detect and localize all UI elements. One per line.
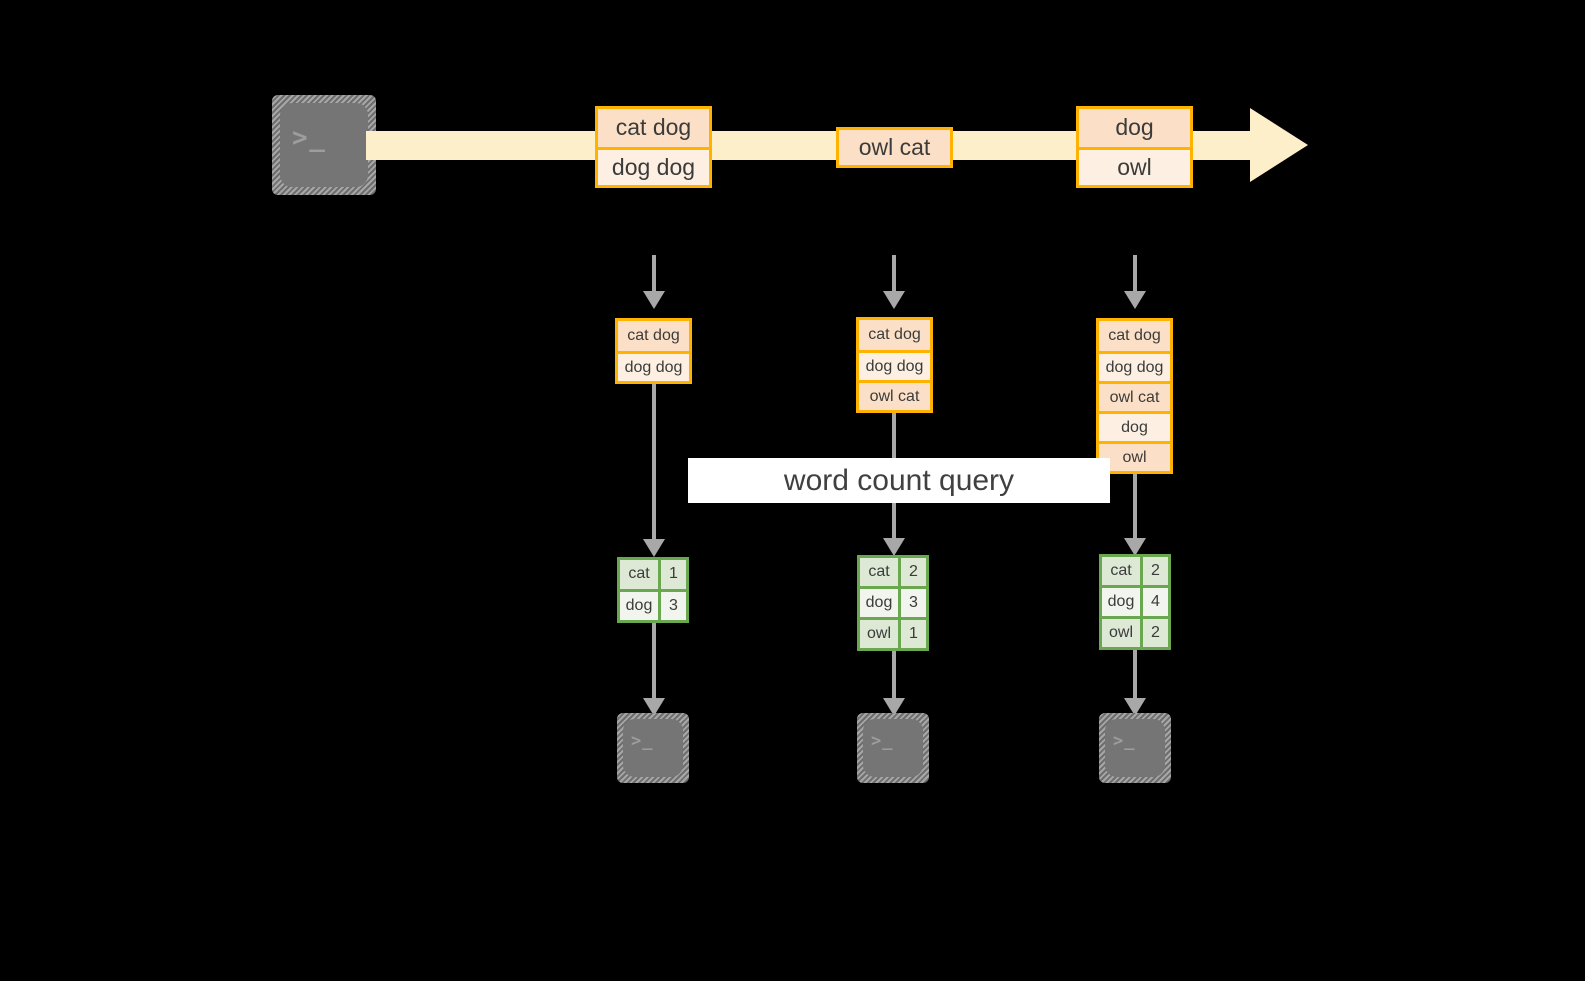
snapshot-1-query-arrow [643, 384, 665, 560]
terminal-prompt-glyph: >_ [292, 123, 327, 153]
count-word: cat [1102, 557, 1143, 585]
snapshot-2-capture-arrow [883, 255, 905, 310]
stream-record: dog [1079, 109, 1190, 147]
stream-group-1: cat dog dog dog [595, 106, 712, 188]
stream-arrowhead [1250, 108, 1308, 182]
count-value: 3 [661, 591, 686, 620]
stream-record: dog dog [598, 146, 709, 185]
count-word: cat [860, 558, 901, 586]
snapshot-3-sink-arrow [1124, 650, 1146, 718]
arrow-shaft [652, 623, 656, 703]
input-line: cat dog [1099, 321, 1170, 351]
arrow-head [1124, 291, 1146, 309]
count-value: 2 [1143, 619, 1168, 647]
count-row: cat 2 [1102, 557, 1168, 585]
terminal-screen: >_ [1105, 719, 1165, 777]
terminal-screen: >_ [863, 719, 923, 777]
count-value: 1 [661, 560, 686, 589]
stream-record: owl [1079, 146, 1190, 185]
input-line: dog dog [1099, 351, 1170, 381]
query-banner: word count query [688, 458, 1110, 503]
count-value: 4 [1143, 588, 1168, 616]
count-word: owl [860, 620, 901, 648]
snapshot-1-capture-arrow [643, 255, 665, 310]
arrow-shaft [652, 384, 656, 544]
snapshot-1-count-table: cat 1 dog 3 [617, 557, 689, 623]
terminal-prompt-glyph: >_ [871, 731, 894, 751]
snapshot-3-capture-arrow [1124, 255, 1146, 310]
arrow-head [883, 291, 905, 309]
arrow-head [883, 698, 905, 716]
stream-record: cat dog [598, 109, 709, 147]
stream-record: owl cat [839, 130, 950, 165]
query-banner-label: word count query [783, 463, 1015, 497]
snapshot-2-sink-terminal-icon: >_ [857, 713, 929, 783]
snapshot-3-input-table: cat dog dog dog owl cat dog owl [1096, 318, 1173, 474]
stream-group-3: dog owl [1076, 106, 1193, 188]
arrow-shaft [892, 651, 896, 703]
count-value: 1 [901, 620, 926, 648]
count-row: owl 2 [1102, 616, 1168, 647]
input-line: owl cat [1099, 381, 1170, 411]
input-line: dog dog [618, 351, 689, 381]
snapshot-2-input-table: cat dog dog dog owl cat [856, 317, 933, 413]
arrow-shaft [892, 255, 896, 293]
arrow-shaft [1133, 255, 1137, 293]
arrow-shaft [1133, 650, 1137, 703]
input-line: dog dog [859, 350, 930, 380]
terminal-prompt-glyph: >_ [631, 731, 654, 751]
count-value: 3 [901, 589, 926, 617]
input-line: cat dog [618, 321, 689, 351]
snapshot-3-query-arrow [1124, 474, 1146, 559]
snapshot-1-sink-arrow [643, 623, 665, 718]
input-line: cat dog [859, 320, 930, 350]
arrow-shaft [1133, 474, 1137, 543]
arrow-head [1124, 538, 1146, 556]
input-line: owl [1099, 441, 1170, 471]
stream-group-2: owl cat [836, 127, 953, 168]
source-terminal-icon: >_ [272, 95, 376, 195]
arrow-head [643, 698, 665, 716]
arrow-head [643, 291, 665, 309]
count-value: 2 [901, 558, 926, 586]
count-value: 2 [1143, 557, 1168, 585]
count-word: cat [620, 560, 661, 589]
snapshot-1-sink-terminal-icon: >_ [617, 713, 689, 783]
count-word: dog [860, 589, 901, 617]
count-row: dog 3 [860, 586, 926, 617]
count-row: dog 4 [1102, 585, 1168, 616]
snapshot-3-sink-terminal-icon: >_ [1099, 713, 1171, 783]
input-line: owl cat [859, 380, 930, 410]
count-row: cat 1 [620, 560, 686, 589]
arrow-head [643, 539, 665, 557]
terminal-prompt-glyph: >_ [1113, 731, 1136, 751]
terminal-screen: >_ [280, 103, 368, 187]
count-row: dog 3 [620, 588, 686, 620]
count-row: owl 1 [860, 617, 926, 648]
count-word: dog [620, 591, 661, 620]
snapshot-2-count-table: cat 2 dog 3 owl 1 [857, 555, 929, 651]
count-word: dog [1102, 588, 1143, 616]
arrow-head [883, 538, 905, 556]
snapshot-1-input-table: cat dog dog dog [615, 318, 692, 384]
snapshot-3-count-table: cat 2 dog 4 owl 2 [1099, 554, 1171, 650]
input-line: dog [1099, 411, 1170, 441]
terminal-screen: >_ [623, 719, 683, 777]
count-row: cat 2 [860, 558, 926, 586]
arrow-head [1124, 698, 1146, 716]
count-word: owl [1102, 619, 1143, 647]
snapshot-2-sink-arrow [883, 651, 905, 718]
arrow-shaft [652, 255, 656, 293]
